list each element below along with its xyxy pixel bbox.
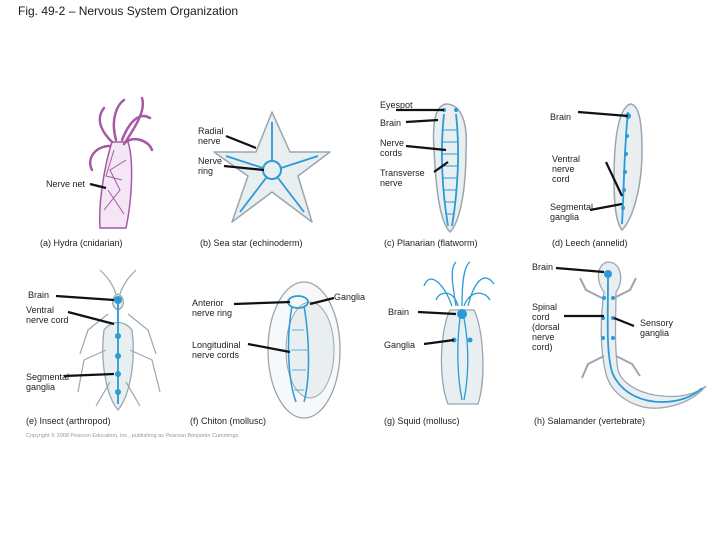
copyright-notice: Copyright © 2008 Pearson Education, Inc.…: [26, 433, 240, 439]
label-ventral-nerve-cord-e: Ventral nerve cord: [26, 305, 69, 325]
caption-chiton: (f) Chiton (mollusc): [190, 416, 267, 426]
hydra-illustration: [89, 96, 154, 229]
leader-lines: [55, 108, 635, 378]
leech-illustration: [613, 103, 643, 232]
salamander-illustration: [579, 261, 707, 409]
label-brain-d: Brain: [550, 112, 572, 122]
seastar-illustration: [213, 111, 331, 223]
label-brain-h: Brain: [532, 262, 554, 272]
caption-planarian: (c) Planarian (flatworm): [384, 238, 478, 248]
label-ganglia-f: Ganglia: [334, 292, 366, 302]
caption-salamander: (h) Salamander (vertebrate): [534, 416, 646, 426]
caption-insect: (e) Insect (arthropod): [26, 416, 111, 426]
figure-title: Fig. 49-2 – Nervous System Organization: [18, 4, 239, 18]
label-brain-c: Brain: [380, 118, 402, 128]
label-segmental-ganglia-d: Segmental ganglia: [550, 202, 594, 222]
label-radial-nerve: Radial nerve: [198, 126, 224, 146]
label-sensory-ganglia: Sensory ganglia: [640, 318, 674, 338]
label-nerve-cords: Nerve cords: [380, 138, 405, 158]
label-longitudinal-nerve-cords: Longitudinal nerve cords: [192, 340, 241, 360]
label-ganglia-g: Ganglia: [384, 340, 416, 350]
label-ventral-nerve-cord-d: Ventral nerve cord: [552, 154, 581, 184]
label-brain-g: Brain: [388, 307, 410, 317]
insect-illustration: [77, 269, 161, 411]
label-nerve-ring: Nerve ring: [198, 156, 223, 176]
caption-leech: (d) Leech (annelid): [552, 238, 628, 248]
label-anterior-nerve-ring: Anterior nerve ring: [192, 298, 233, 318]
label-eyespot: Eyespot: [380, 100, 413, 110]
caption-hydra: (a) Hydra (cnidarian): [40, 238, 123, 248]
label-nerve-net: Nerve net: [46, 179, 86, 189]
planarian-illustration: [432, 103, 468, 234]
caption-seastar: (b) Sea star (echinoderm): [200, 238, 303, 248]
label-transverse-nerve: Transverse nerve: [380, 168, 425, 188]
caption-squid: (g) Squid (mollusc): [384, 416, 460, 426]
chiton-illustration: [267, 281, 341, 419]
label-spinal-cord: Spinal cord (dorsal nerve cord): [532, 302, 560, 352]
label-brain-e: Brain: [28, 290, 50, 300]
squid-illustration: [423, 261, 495, 405]
label-segmental-ganglia-e: Segmental ganglia: [26, 372, 70, 392]
